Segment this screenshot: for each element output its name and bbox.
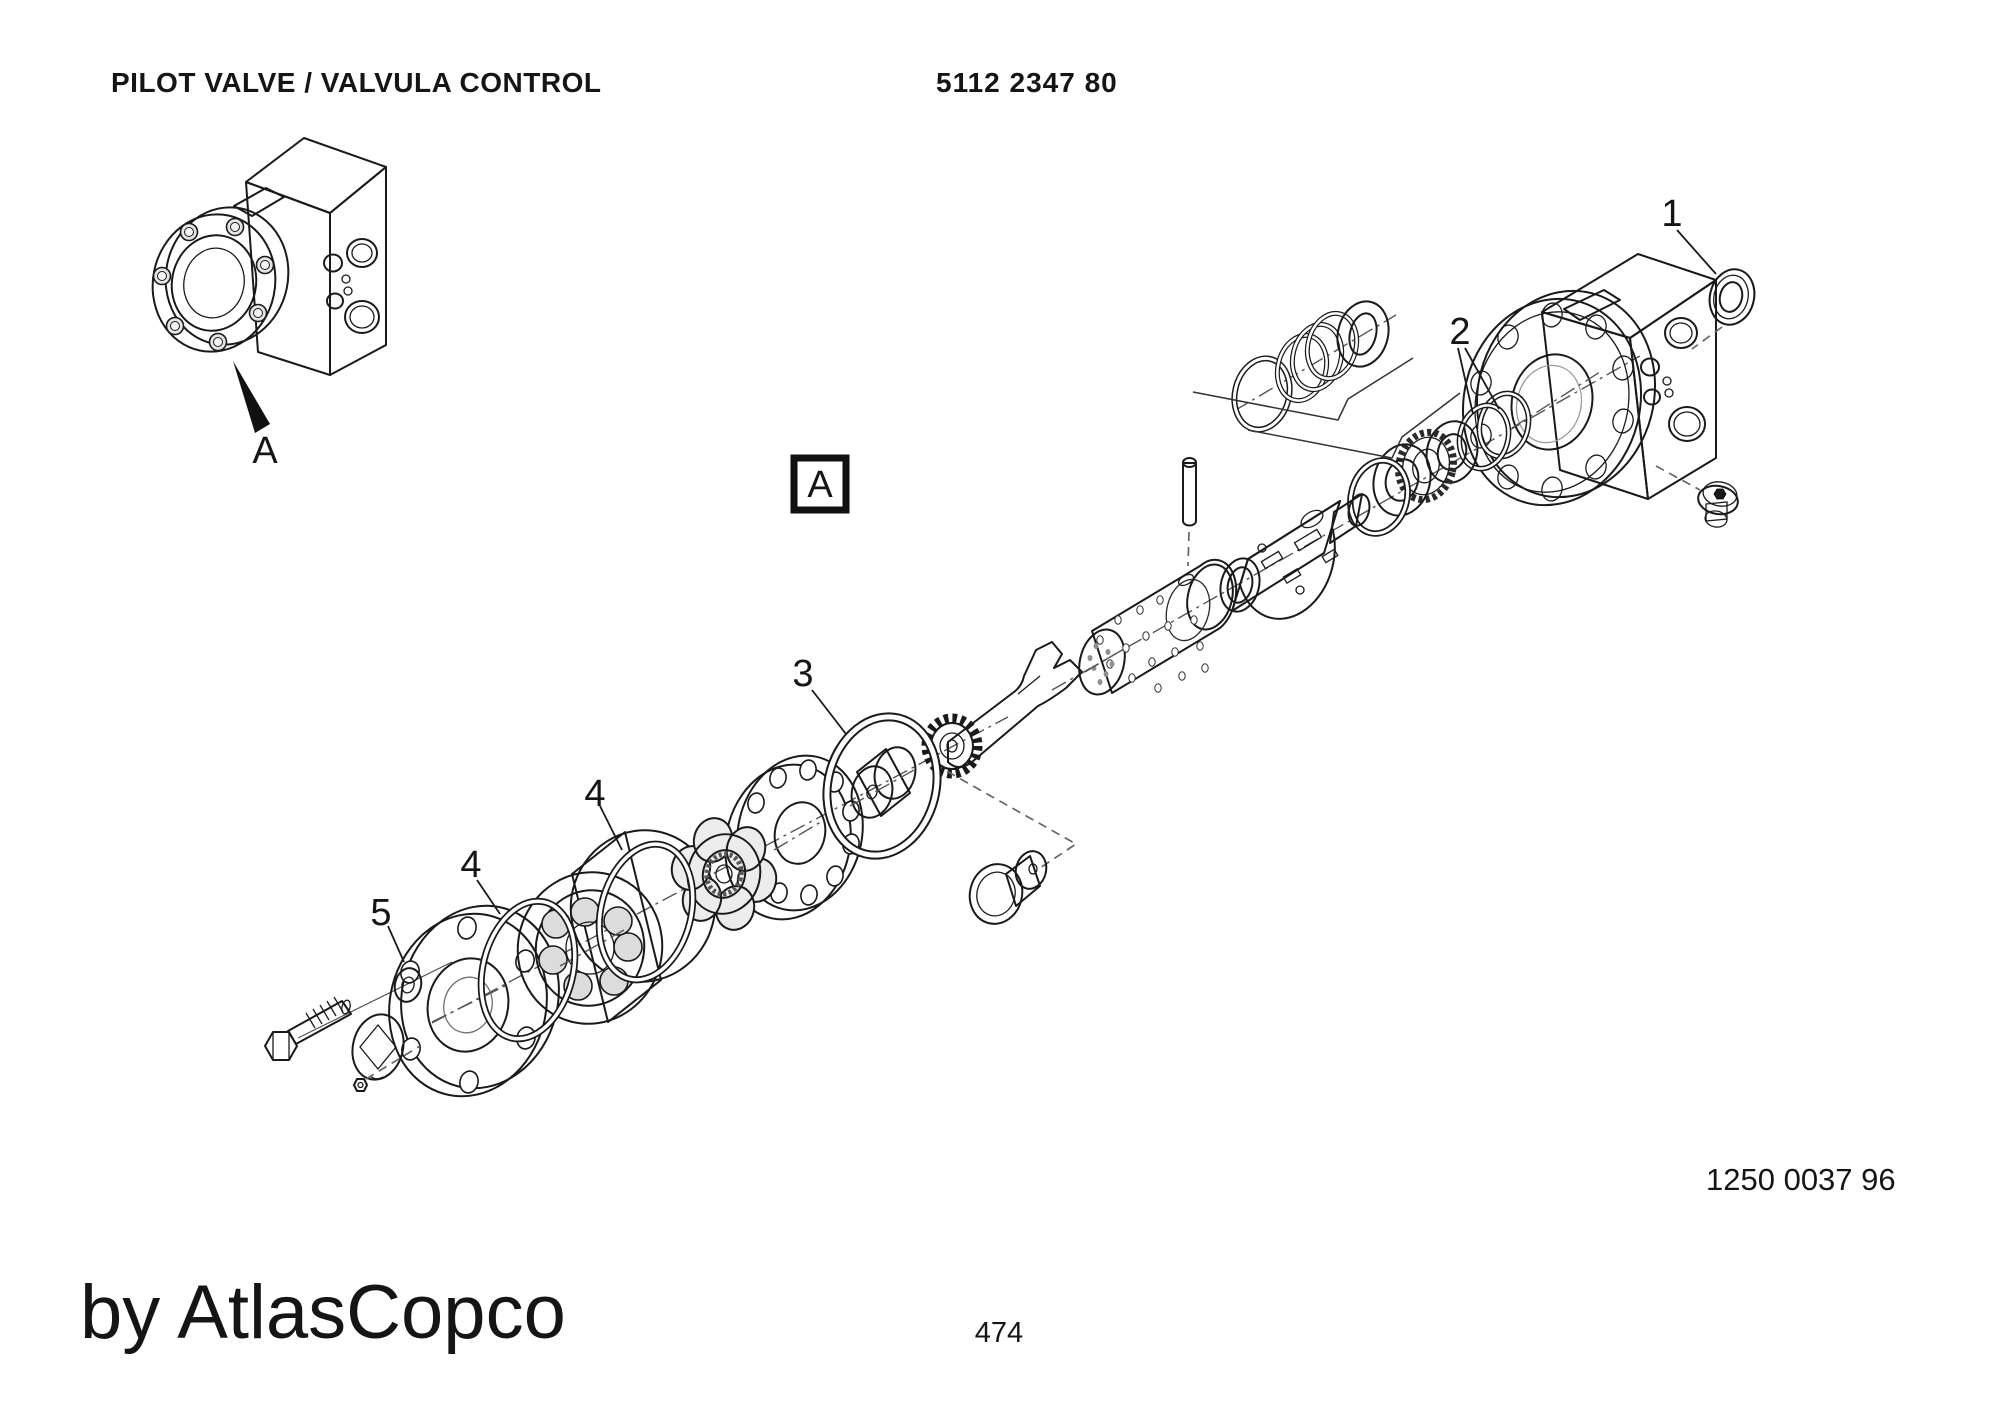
flange-bolt-caps: [157, 222, 270, 347]
callout-2-label: 2: [1449, 311, 1470, 353]
housing-block-detail: [233, 137, 387, 376]
centerlines: [297, 314, 1641, 1039]
o-ring-item4-left: [477, 897, 579, 1043]
spring-o-ring: [1231, 355, 1293, 433]
callout-4-right: 4: [584, 773, 623, 851]
callout-3-label: 3: [792, 653, 813, 695]
seal-ring-item2-b: [1476, 390, 1532, 460]
section-marker-box: A: [790, 454, 850, 514]
spacer-o-ring: [1347, 457, 1411, 537]
callout-2: 2: [1449, 311, 1500, 415]
retainer-ring: [1336, 300, 1390, 368]
section-marker-label: A: [807, 464, 833, 506]
part-number: 5112 2347 80: [936, 67, 1118, 98]
page-title: PILOT VALVE / VALVULA CONTROL: [111, 67, 602, 98]
detail-label: A: [252, 430, 278, 472]
roller-pin: [849, 746, 917, 819]
callout-4-left: 4: [460, 844, 501, 915]
coil-spring: [1274, 310, 1360, 404]
detail-view-assembly: A: [151, 137, 387, 472]
break-lines: [1192, 357, 1461, 459]
seal-ring-item2-a: [1456, 402, 1512, 472]
housing-ports: [1640, 317, 1706, 442]
reference-number: 1250 0037 96: [1706, 1162, 1896, 1197]
cover-plate-screw: [353, 1045, 421, 1092]
mounting-flange-detail: [151, 206, 290, 353]
detail-block-ports: [323, 238, 380, 334]
sleeve-face-holes: [1087, 643, 1115, 685]
o-ring-item3: [822, 712, 942, 860]
control-spool: [1219, 493, 1371, 620]
end-cap-flange: [388, 904, 560, 1098]
brand-footer: by AtlasCopco: [80, 1270, 566, 1355]
hex-bolt: [264, 996, 352, 1061]
seal-ring-item1: [1708, 268, 1756, 326]
callout-5-label: 5: [370, 892, 391, 934]
dowel-pin: [1182, 457, 1197, 567]
callout-3: 3: [792, 653, 847, 735]
flange-bolt-holes: [1470, 302, 1634, 502]
housing-flange: [1461, 289, 1657, 507]
grommet-plug: [933, 763, 1078, 925]
washer-item5: [393, 967, 423, 1003]
detail-pointer: [233, 361, 270, 433]
drive-sprocket: [921, 713, 983, 779]
cover-plate: [351, 1013, 405, 1081]
page-number: 474: [975, 1317, 1023, 1349]
callout-4-right-label: 4: [584, 773, 605, 815]
drive-shaft: [947, 641, 1083, 768]
socket-plug: [1697, 481, 1739, 528]
flat-washer-a: [1372, 443, 1432, 517]
spool-sleeve: [1078, 558, 1238, 696]
callout-1-label: 1: [1661, 193, 1682, 235]
callout-4-left-label: 4: [460, 844, 481, 886]
valve-housing: [1461, 253, 1723, 507]
end-cap-holes: [400, 916, 536, 1094]
callout-1: 1: [1661, 193, 1717, 275]
callout-5: 5: [370, 892, 405, 963]
o-ring-item4-right: [595, 840, 697, 984]
